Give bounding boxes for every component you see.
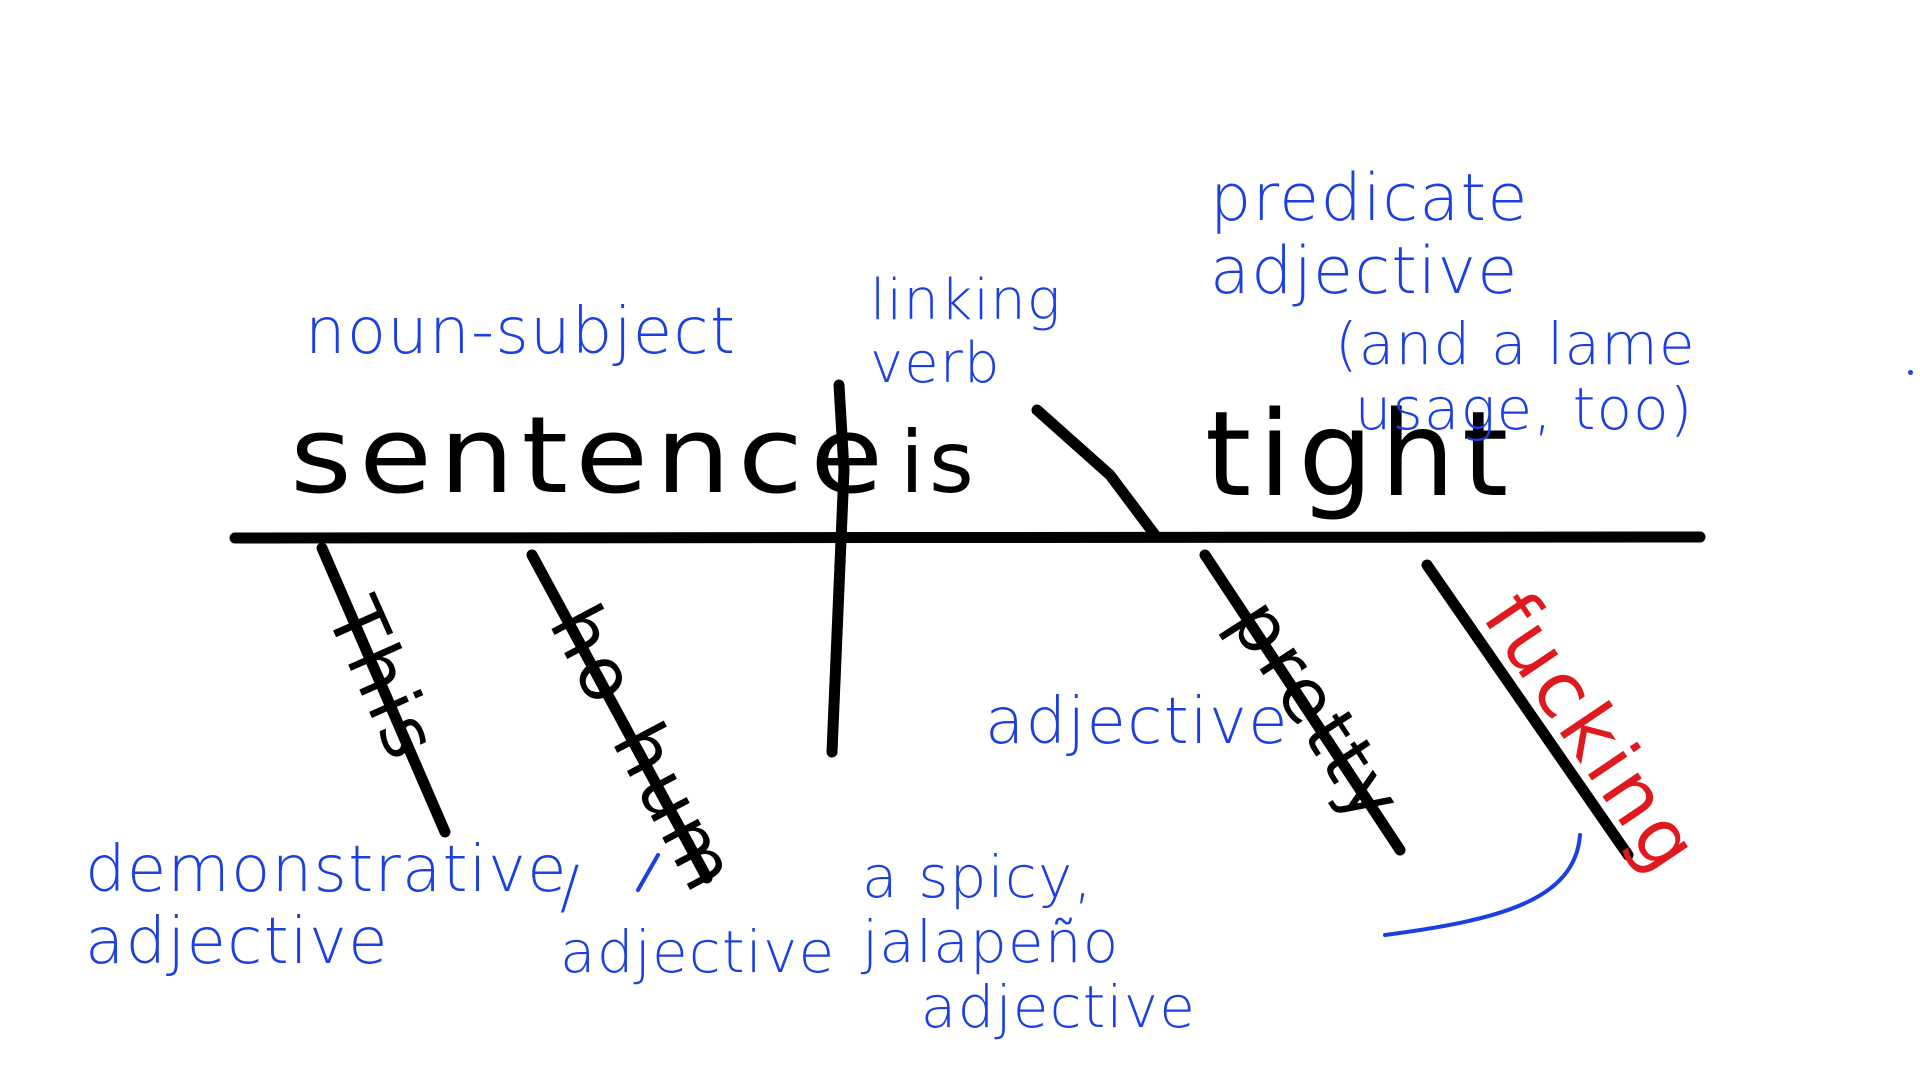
modifier-pretty-line [1199,549,1406,856]
label-linking-verb: linking verb [870,268,1062,396]
label-predicate-adjective: predicate adjective [1210,161,1529,309]
subject-verb-divider [826,379,850,758]
label-demonstrative-adjective: demonstrative adjective [85,833,568,979]
modifier-this-line [316,542,451,838]
modifier-fucking-line [1421,559,1634,861]
label-lame-usage: (and a lame usage, too) [1335,310,1696,443]
spicy-label-curve [1383,833,1582,937]
word-is: is [900,413,980,513]
label-spicy-adjective: a spicy, jalapeño adjective [862,843,1197,1041]
ho-hum-label-tick [636,853,660,892]
stray-ink-dot [1908,370,1913,375]
label-noun-subject: noun-subject [305,295,737,369]
label-adjective-pretty: adjective [985,685,1289,759]
word-sentence: sentence [290,394,891,517]
word-tight: tight [1205,385,1516,523]
modifier-hohum-line [526,549,713,884]
label-ho-hum-adjective: / adjective [560,853,836,986]
verb-complement-separator [1031,404,1161,541]
baseline [229,531,1706,544]
